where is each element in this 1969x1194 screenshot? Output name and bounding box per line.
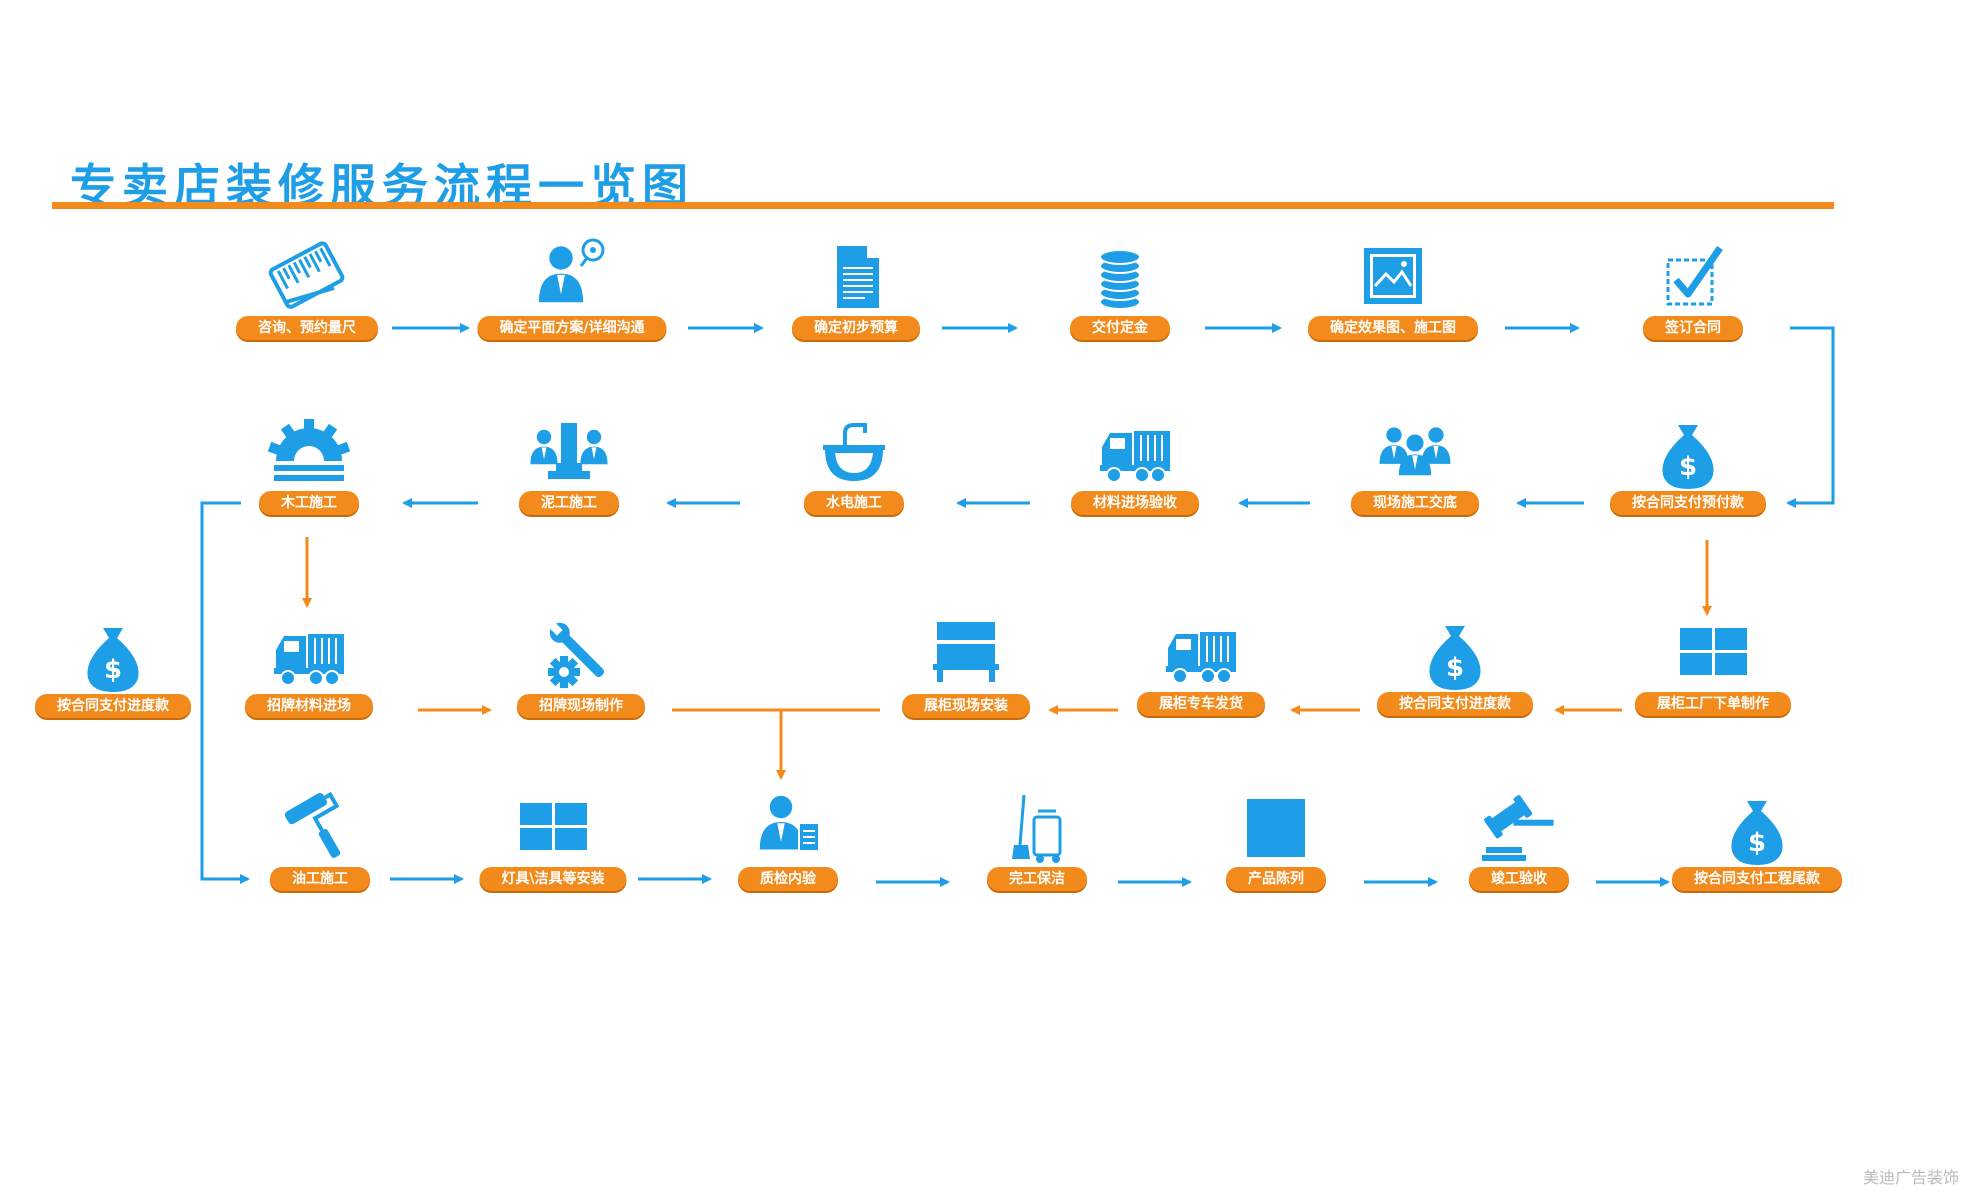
step-label: 按合同支付进度款 [35,694,191,718]
connectors [200,323,1835,887]
svg-text:$: $ [1679,452,1697,482]
checkmark-icon [1650,236,1736,316]
paint-roller-icon [277,787,363,867]
step-label: 质检内验 [738,867,838,891]
step-label: 材料进场验收 [1071,491,1199,515]
truck-icon [1158,612,1244,692]
coins-icon [1077,236,1163,316]
truck-icon [1092,411,1178,491]
window-icon [510,787,596,867]
money-bag-icon: $ [70,614,156,694]
square-icon [1233,787,1319,867]
cabinet-icon [923,614,1009,694]
team-icon [1372,411,1458,491]
step-label: 交付定金 [1070,316,1170,340]
picture-icon [1350,236,1436,316]
step-label: 竣工验收 [1469,867,1569,891]
step-label: 咨询、预约量尺 [236,316,378,340]
step-label: 木工施工 [259,491,359,515]
money-bag-icon: $ [1645,411,1731,491]
step-label: 现场施工交底 [1351,491,1479,515]
gear-half-icon [266,411,352,491]
cleaning-cart-icon [994,787,1080,867]
workers-icon [526,411,612,491]
step-label: 签订合同 [1643,316,1743,340]
step-label: 完工保洁 [987,867,1087,891]
step-label: 产品陈列 [1226,867,1326,891]
step-label: 按合同支付预付款 [1610,491,1766,515]
arrow-s6-s7 [1786,326,1835,508]
arrow-s12-s20 [200,501,250,884]
watermark: 美迪广告装饰 [1862,1168,1959,1187]
step-label: 招牌材料进场 [245,694,373,718]
step-label: 招牌现场制作 [517,694,645,718]
ruler-icon [264,236,350,316]
svg-text:$: $ [1748,828,1766,858]
step-label: 展柜工厂下单制作 [1635,692,1791,716]
step-label: 展柜专车发货 [1137,692,1265,716]
step-label: 按合同支付进度款 [1377,692,1533,716]
money-bag-icon: $ [1714,787,1800,867]
consultant-icon [529,236,615,316]
money-bag-icon: $ [1412,612,1498,692]
title-underline [52,202,1834,209]
document-icon [813,236,899,316]
truck-icon [266,614,352,694]
step-label: 水电施工 [804,491,904,515]
step-label: 确定平面方案/详细沟通 [477,316,667,340]
step-label: 展柜现场安装 [902,694,1030,718]
svg-text:$: $ [1446,653,1464,683]
step-label: 确定效果图、施工图 [1308,316,1478,340]
inspector-icon [745,787,831,867]
step-label: 确定初步预算 [792,316,920,340]
step-label: 灯具\洁具等安装 [479,867,627,891]
svg-text:$: $ [104,655,122,685]
step-label: 按合同支付工程尾款 [1672,867,1842,891]
wrench-gear-icon [538,614,624,694]
step-label: 泥工施工 [519,491,619,515]
window-icon [1670,612,1756,692]
gavel-icon [1476,787,1562,867]
sink-icon [811,411,897,491]
step-label: 油工施工 [270,867,370,891]
